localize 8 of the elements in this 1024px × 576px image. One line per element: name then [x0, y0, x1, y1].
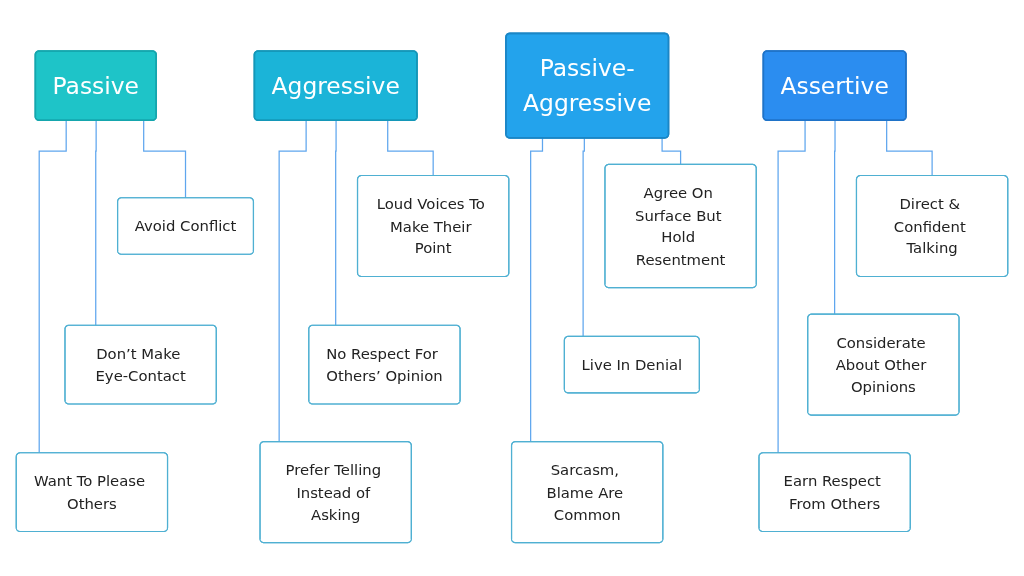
connector: [38, 120, 67, 454]
connector: [886, 120, 934, 177]
connector: [387, 120, 435, 177]
connector: [530, 137, 544, 443]
connector: [143, 120, 187, 199]
connector: [661, 137, 682, 166]
connector: [278, 120, 307, 443]
connector: [777, 120, 806, 454]
